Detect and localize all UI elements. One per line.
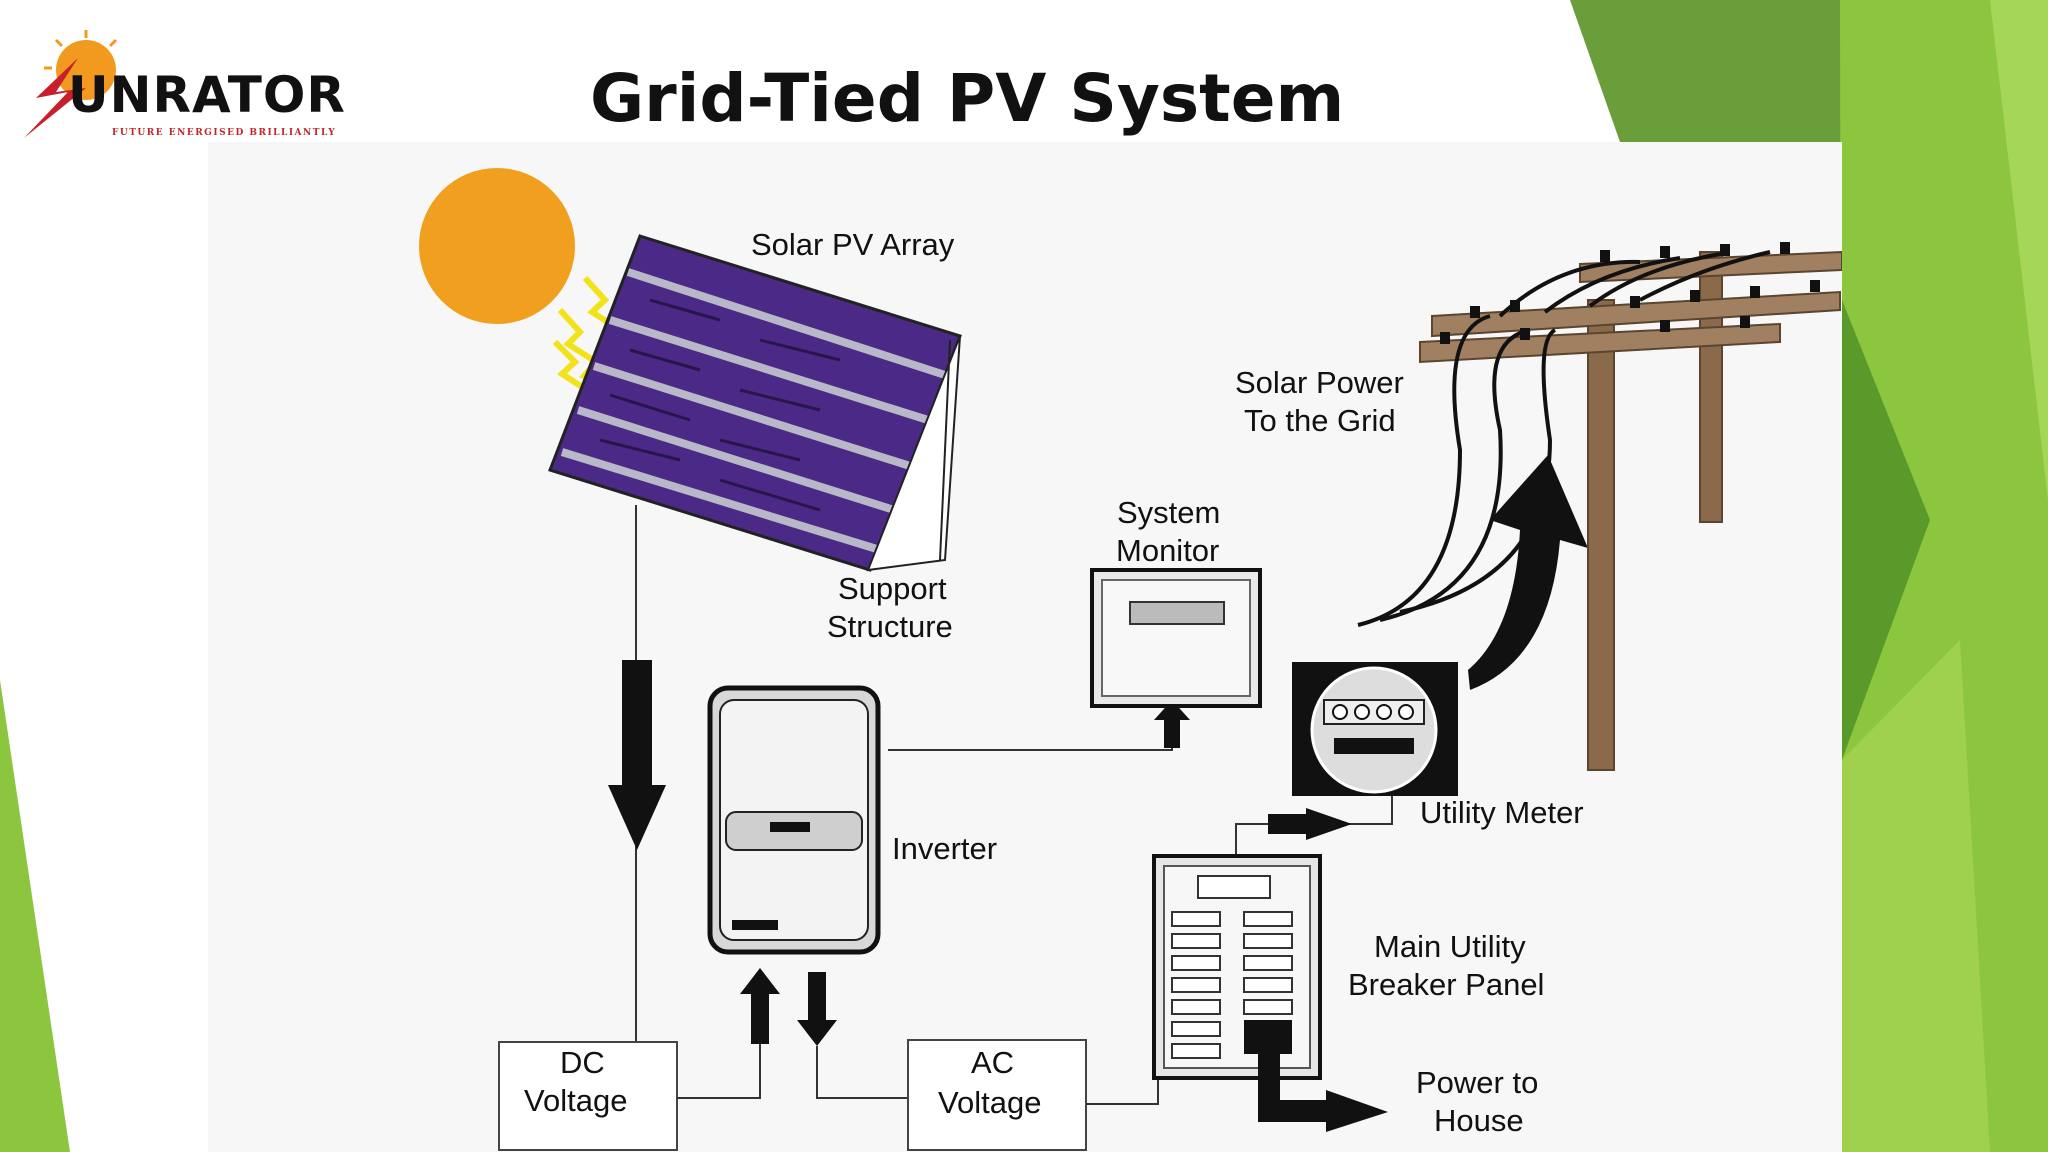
company-logo: UNRATOR FUTURE ENERGISED BRILLIANTLY — [16, 28, 436, 148]
label-power-to-house-line1: Power to — [1416, 1065, 1539, 1100]
inverter-to-ac-arrow-icon — [797, 972, 837, 1046]
green-facet — [1842, 640, 1990, 1152]
grid-wires — [1357, 250, 1771, 627]
logo-sun-icon — [24, 30, 118, 138]
label-power-to-house-line2: House — [1434, 1103, 1524, 1138]
ac-voltage-box — [907, 1039, 1087, 1151]
dc-voltage-box — [498, 1041, 678, 1151]
breaker-panel-icon — [1152, 854, 1322, 1080]
label-utility-meter: Utility Meter — [1420, 795, 1584, 830]
inverter-icon — [707, 685, 881, 955]
green-facet — [1990, 0, 2048, 500]
dc-flow-arrow-icon — [608, 660, 666, 850]
logo-tagline: FUTURE ENERGISED BRILLIANTLY — [112, 128, 337, 138]
label-system-monitor-line1: System — [1117, 495, 1221, 530]
label-solar-power-grid-line2: To the Grid — [1244, 403, 1396, 438]
label-breaker-panel-line2: Breaker Panel — [1348, 967, 1545, 1002]
label-solar-power-grid-line1: Solar Power — [1235, 365, 1404, 400]
label-solar-pv-array: Solar PV Array — [751, 227, 955, 262]
panel-to-meter-arrow-icon — [1268, 808, 1352, 840]
system-monitor-icon — [1090, 568, 1262, 708]
sun-icon — [419, 168, 575, 324]
label-ac-voltage-line1: AC — [971, 1045, 1015, 1080]
label-support-structure-line2: Structure — [827, 609, 953, 644]
label-dc-voltage-line2: Voltage — [524, 1083, 628, 1118]
utility-meter-icon — [1292, 662, 1458, 796]
label-ac-voltage-line2: Voltage — [938, 1085, 1042, 1120]
label-breaker-panel-line1: Main Utility — [1374, 929, 1526, 964]
label-dc-voltage-line1: DC — [560, 1045, 605, 1080]
diagram-graphics — [419, 168, 1842, 1151]
label-inverter: Inverter — [892, 831, 998, 866]
logo-wordmark: UNRATOR — [68, 66, 346, 124]
power-to-house-arrow-icon — [1258, 1050, 1388, 1132]
green-facet — [1842, 300, 1930, 760]
utility-pole-icon — [1419, 242, 1842, 771]
solar-panel-icon — [548, 234, 962, 572]
dc-to-inverter-arrow-icon — [740, 968, 780, 1044]
label-system-monitor-line2: Monitor — [1116, 533, 1220, 568]
slide-title: Grid-Tied PV System — [590, 60, 1345, 137]
pv-system-diagram: Solar PV Array Support Structure System … — [208, 142, 1842, 1152]
label-support-structure-line1: Support — [838, 571, 947, 606]
monitor-input-arrow-icon — [1154, 700, 1190, 748]
green-facet — [0, 680, 70, 1152]
grid-export-arrow-icon — [1468, 455, 1588, 690]
